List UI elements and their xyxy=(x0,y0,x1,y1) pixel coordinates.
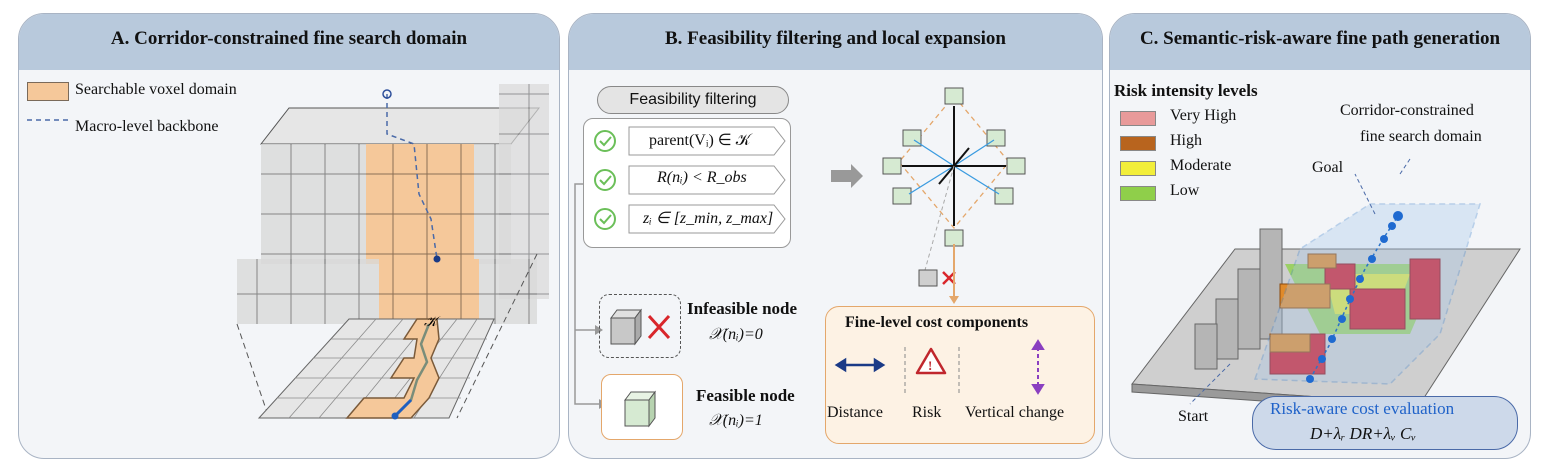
city-risk-map xyxy=(1131,158,1521,413)
panel-c: C. Semantic-risk-aware fine path generat… xyxy=(1109,13,1531,459)
vertical-change-icon xyxy=(1031,339,1045,395)
voxel-illustration: 𝒦 xyxy=(236,84,549,420)
condition-2: R(nᵢ) < R_obs xyxy=(657,169,747,186)
infeasible-cube-icon xyxy=(610,308,671,346)
cost-icons: ! xyxy=(834,339,1045,395)
panel-b-header: B. Feasibility filtering and local expan… xyxy=(569,14,1102,70)
goal-label: Goal xyxy=(1312,159,1344,176)
warning-icon: ! xyxy=(915,347,947,375)
conditions-list xyxy=(594,126,786,234)
risk-level-label: High xyxy=(1170,132,1202,149)
start-label: Start xyxy=(1178,408,1209,425)
infeasible-equation: 𝒳(nᵢ)=0 xyxy=(709,326,763,343)
risk-level-swatch xyxy=(1120,111,1156,126)
corridor-label-line2: fine search domain xyxy=(1360,128,1482,145)
risk-level-label: Moderate xyxy=(1170,157,1232,174)
risk-level-label: Low xyxy=(1170,182,1200,199)
cost-distance-label: Distance xyxy=(827,404,883,421)
infeasible-node-box xyxy=(599,294,681,358)
cost-components-box xyxy=(825,306,1095,444)
risk-level-swatch xyxy=(1120,161,1156,176)
panel-b: B. Feasibility filtering and local expan… xyxy=(568,13,1103,459)
feasible-title: Feasible node xyxy=(696,386,795,405)
panel-a: A. Corridor-constrained fine search doma… xyxy=(18,13,560,459)
legend-searchable-swatch xyxy=(27,82,69,101)
risk-eval-box xyxy=(1252,396,1518,450)
legend-backbone-line xyxy=(27,119,71,121)
legend-backbone-label: Macro-level backbone xyxy=(75,118,219,135)
cost-risk-label: Risk xyxy=(912,404,942,421)
cost-title: Fine-level cost components xyxy=(845,314,1029,331)
risk-eval-title: Risk-aware cost evaluation xyxy=(1270,399,1455,418)
risk-level-swatch xyxy=(1120,186,1156,201)
feasible-cube-icon xyxy=(624,390,656,428)
risk-level-swatch xyxy=(1120,136,1156,151)
check-icon xyxy=(594,130,616,152)
local-expansion-graphic xyxy=(882,87,1026,287)
feasible-equation: 𝒳(nᵢ)=1 xyxy=(709,412,763,429)
cost-connector xyxy=(949,244,959,304)
panel-a-title: A. Corridor-constrained fine search doma… xyxy=(110,28,468,49)
corridor-label-line1: Corridor-constrained xyxy=(1340,102,1474,119)
risk-eval-formula: D+λᵣ DR+λᵥ Cᵥ xyxy=(1310,424,1417,443)
svg-text:!: ! xyxy=(928,358,932,373)
distance-arrow-icon xyxy=(834,357,886,373)
panel-c-header: C. Semantic-risk-aware fine path generat… xyxy=(1110,14,1530,70)
legend-searchable-label: Searchable voxel domain xyxy=(75,81,237,98)
risk-level-label: Very High xyxy=(1170,107,1237,124)
panel-a-header: A. Corridor-constrained fine search doma… xyxy=(19,14,559,70)
risk-legend-title: Risk intensity levels xyxy=(1114,81,1258,100)
panel-c-title: C. Semantic-risk-aware fine path generat… xyxy=(1139,28,1501,49)
infeasible-title: Infeasible node xyxy=(687,299,798,318)
condition-1: parent(Vᵢ) ∈ 𝒦 xyxy=(649,132,751,149)
feasibility-filter-header: Feasibility filtering xyxy=(597,86,789,114)
check-icon xyxy=(594,169,616,191)
check-icon xyxy=(594,208,616,230)
panel-b-title: B. Feasibility filtering and local expan… xyxy=(665,28,1006,49)
cost-vertical-label: Vertical change xyxy=(965,404,1065,421)
condition-3: zᵢ ∈ [z_min, z_max] xyxy=(643,210,774,227)
